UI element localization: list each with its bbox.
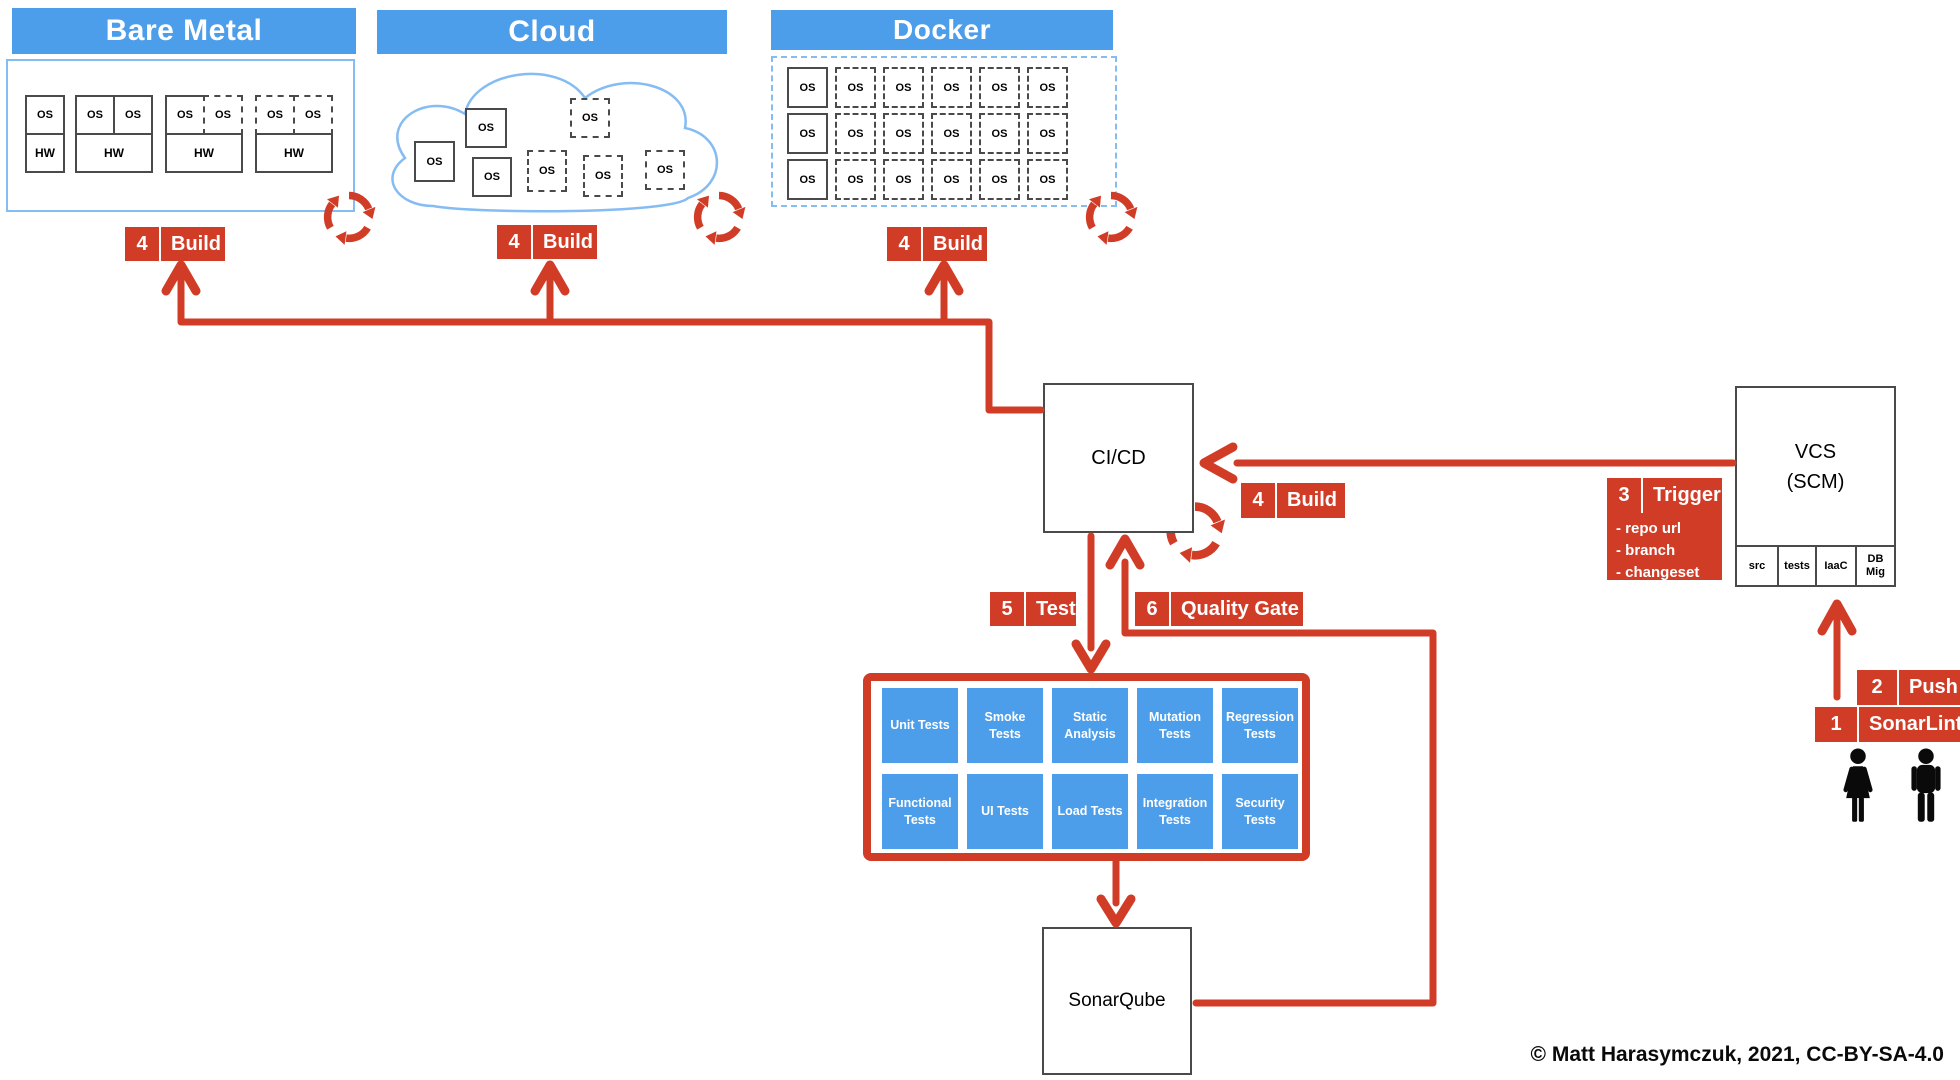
trigger-details: - repo url - branch - changeset bbox=[1607, 513, 1722, 581]
step-trigger: 3 Trigger bbox=[1607, 478, 1722, 513]
bare-metal-os-box: OS bbox=[113, 95, 153, 135]
cloud-shape bbox=[391, 72, 719, 213]
cloud-os-box: OS bbox=[472, 157, 512, 197]
bare-metal-hw-box: HW bbox=[255, 133, 333, 173]
test-box-mutation: Mutation Tests bbox=[1137, 688, 1213, 763]
step-number: 4 bbox=[497, 225, 533, 259]
docker-header: Docker bbox=[771, 10, 1113, 50]
step-sonarlint: 1 SonarLint bbox=[1815, 707, 1960, 742]
vcs-compartment-iaac: IaaC bbox=[1815, 545, 1855, 587]
docker-os-box: OS bbox=[787, 159, 828, 200]
bare-metal-os-box: OS bbox=[25, 95, 65, 135]
bare-metal-os-box-dashed: OS bbox=[203, 95, 243, 135]
cloud-os-box-dashed: OS bbox=[527, 150, 567, 192]
step-push: 2 Push bbox=[1857, 670, 1960, 705]
step-label: SonarLint bbox=[1869, 713, 1960, 735]
step-build-docker: 4 Build bbox=[887, 227, 987, 261]
test-box-integration: Integration Tests bbox=[1137, 774, 1213, 849]
docker-os-box-dashed: OS bbox=[883, 67, 924, 108]
cloud-title: Cloud bbox=[508, 15, 596, 48]
step-label: Build bbox=[543, 230, 593, 253]
bare-metal-title: Bare Metal bbox=[105, 14, 263, 47]
step-number: 4 bbox=[887, 227, 923, 261]
docker-os-box-dashed: OS bbox=[979, 67, 1020, 108]
step-number: 1 bbox=[1815, 707, 1859, 742]
docker-os-box-dashed: OS bbox=[835, 113, 876, 154]
docker-os-box-dashed: OS bbox=[979, 113, 1020, 154]
test-box-functional: Functional Tests bbox=[882, 774, 958, 849]
trigger-detail-repo-url: - repo url bbox=[1616, 520, 1682, 537]
step-quality-gate: 6 Quality Gate bbox=[1135, 592, 1303, 626]
developer-male-icon bbox=[1911, 748, 1941, 822]
vcs-compartments: src tests IaaC DB Mig bbox=[1735, 545, 1896, 587]
step-label: Build bbox=[171, 232, 221, 255]
step-label: Test bbox=[1036, 597, 1076, 620]
sonarqube-label: SonarQube bbox=[1068, 990, 1166, 1011]
docker-os-box-dashed: OS bbox=[979, 159, 1020, 200]
test-box-static-analysis: Static Analysis bbox=[1052, 688, 1128, 763]
bare-metal-header: Bare Metal bbox=[12, 8, 356, 54]
step-build-cloud: 4 Build bbox=[497, 225, 597, 259]
step-number: 3 bbox=[1607, 478, 1643, 513]
vcs-compartment-src: src bbox=[1735, 545, 1777, 587]
copyright-notice: © Matt Harasymczuk, 2021, CC-BY-SA-4.0 bbox=[1530, 1043, 1944, 1066]
step-label: Build bbox=[933, 232, 983, 255]
docker-os-box-dashed: OS bbox=[931, 113, 972, 154]
step-label: Push bbox=[1909, 676, 1958, 698]
cloud-os-box: OS bbox=[414, 141, 455, 182]
docker-os-box-dashed: OS bbox=[931, 67, 972, 108]
bare-metal-os-box-dashed: OS bbox=[255, 95, 295, 135]
step-label: Quality Gate bbox=[1181, 597, 1299, 620]
sonarqube-node: SonarQube bbox=[1042, 927, 1192, 1075]
step-number: 6 bbox=[1135, 592, 1171, 626]
cloud-os-box: OS bbox=[465, 108, 507, 148]
bare-metal-hw-box: HW bbox=[165, 133, 243, 173]
docker-os-box-dashed: OS bbox=[1027, 67, 1068, 108]
trigger-detail-changeset: - changeset bbox=[1616, 563, 1700, 581]
bare-metal-os-box: OS bbox=[165, 95, 205, 135]
step-build-cicd: 4 Build bbox=[1241, 483, 1345, 518]
bare-metal-hw-box: HW bbox=[25, 133, 65, 173]
docker-os-box: OS bbox=[787, 113, 828, 154]
docker-title: Docker bbox=[893, 14, 991, 45]
docker-os-box-dashed: OS bbox=[883, 113, 924, 154]
step-build-bare-metal: 4 Build bbox=[125, 227, 225, 261]
vcs-compartment-tests: tests bbox=[1777, 545, 1815, 587]
bare-metal-os-box-dashed: OS bbox=[293, 95, 333, 135]
docker-os-box-dashed: OS bbox=[931, 159, 972, 200]
test-box-load: Load Tests bbox=[1052, 774, 1128, 849]
step-test: 5 Test bbox=[990, 592, 1076, 626]
cicd-node: CI/CD bbox=[1043, 383, 1194, 533]
step-number: 5 bbox=[990, 592, 1026, 626]
step-number: 4 bbox=[1241, 483, 1277, 518]
developer-female-icon bbox=[1838, 748, 1878, 830]
docker-os-box-dashed: OS bbox=[883, 159, 924, 200]
test-box-security: Security Tests bbox=[1222, 774, 1298, 849]
docker-os-box-dashed: OS bbox=[1027, 159, 1068, 200]
test-box-smoke: Smoke Tests bbox=[967, 688, 1043, 763]
step-number: 2 bbox=[1857, 670, 1899, 705]
step-label: Build bbox=[1287, 489, 1337, 511]
cloud-os-box-dashed: OS bbox=[570, 98, 610, 138]
docker-os-box-dashed: OS bbox=[1027, 113, 1068, 154]
cloud-header: Cloud bbox=[377, 10, 727, 54]
vcs-node: VCS (SCM) bbox=[1735, 386, 1896, 547]
recycle-icon bbox=[690, 188, 748, 246]
bare-metal-os-box: OS bbox=[75, 95, 115, 135]
docker-os-box-dashed: OS bbox=[835, 67, 876, 108]
vcs-compartment-db-mig: DB Mig bbox=[1855, 545, 1896, 587]
step-label: Trigger bbox=[1653, 484, 1721, 506]
cicd-label: CI/CD bbox=[1091, 446, 1146, 469]
test-box-unit: Unit Tests bbox=[882, 688, 958, 763]
trigger-detail-branch: - branch bbox=[1616, 541, 1676, 559]
bare-metal-hw-box: HW bbox=[75, 133, 153, 173]
cloud-os-box-dashed: OS bbox=[645, 150, 685, 190]
test-box-ui: UI Tests bbox=[967, 774, 1043, 849]
docker-os-box: OS bbox=[787, 67, 828, 108]
test-box-regression: Regression Tests bbox=[1222, 688, 1298, 763]
step-number: 4 bbox=[125, 227, 161, 261]
docker-os-box-dashed: OS bbox=[835, 159, 876, 200]
cloud-os-box-dashed: OS bbox=[583, 155, 623, 197]
vcs-label: VCS (SCM) bbox=[1786, 440, 1845, 493]
